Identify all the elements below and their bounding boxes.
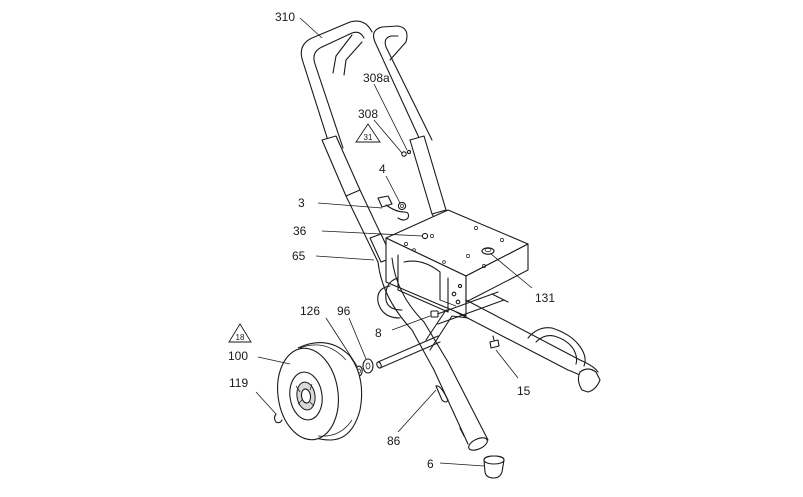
leader-lines (255, 17, 533, 467)
label-96: 96 (337, 304, 351, 318)
cart-frame (377, 257, 601, 451)
label-119: 119 (229, 376, 248, 390)
label-308: 308 (358, 107, 378, 121)
label-65: 65 (292, 249, 306, 263)
cord-clamp (377, 195, 410, 221)
label-4: 4 (379, 162, 386, 176)
label-100: 100 (228, 349, 248, 363)
label-86: 86 (387, 434, 401, 448)
label-308a: 308a (363, 71, 390, 85)
label-15: 15 (517, 384, 531, 398)
label-310: 310 (275, 10, 295, 24)
label-8: 8 (375, 326, 382, 340)
motor-mount-platform (385, 209, 529, 317)
svg-text:18: 18 (236, 333, 245, 342)
callout-labels: 310 308a 308 4 3 36 65 131 126 96 8 100 … (228, 10, 555, 471)
label-6: 6 (427, 457, 434, 471)
small-hardware (430, 310, 505, 479)
label-131: 131 (535, 291, 555, 305)
warning-symbol-18: 18 (228, 323, 252, 343)
label-3: 3 (298, 196, 305, 210)
warning-symbol-31: 31 (355, 123, 381, 143)
svg-text:31: 31 (364, 133, 373, 142)
axle-and-wheel (273, 335, 441, 441)
label-126: 126 (300, 304, 320, 318)
label-36: 36 (293, 224, 307, 238)
